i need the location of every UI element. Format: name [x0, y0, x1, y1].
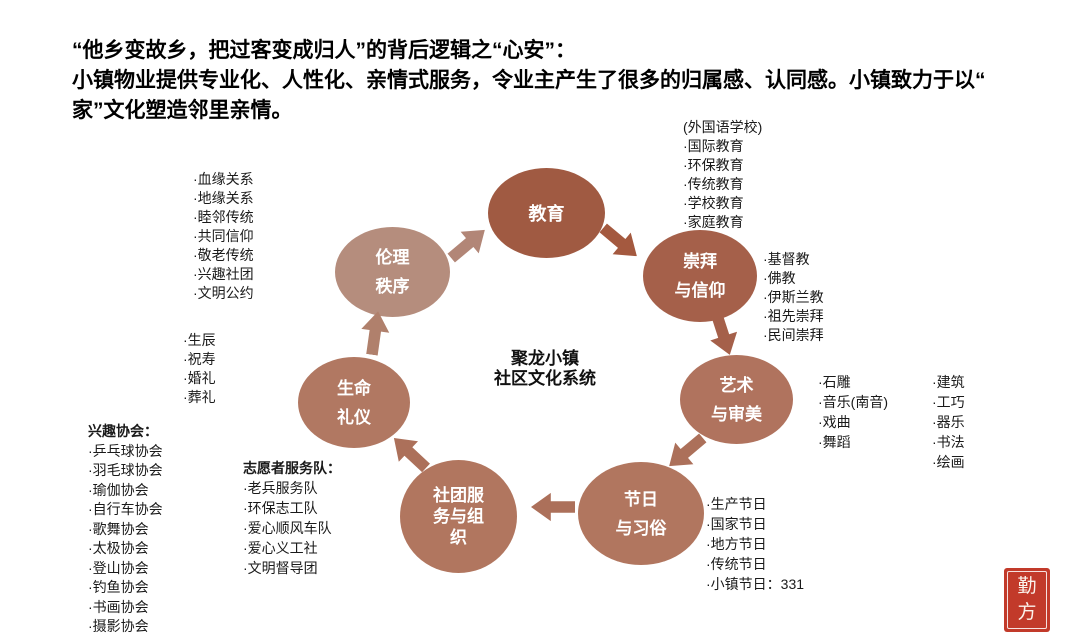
node-ethics-order: 伦理 秩序: [335, 227, 450, 317]
node-life-rituals: 生命 礼仪: [298, 357, 410, 448]
list-item: ·工巧: [932, 394, 965, 410]
title-line: 家”文化塑造邻里亲情。: [72, 99, 293, 122]
list-item: ·地缘关系: [193, 190, 254, 206]
list-item: ·登山协会: [88, 559, 149, 576]
list-item: ·兴趣社团: [193, 266, 254, 282]
list-item: ·瑜伽协会: [88, 481, 149, 498]
center-label-line: 社区文化系统: [494, 369, 596, 388]
list-item: ·睦邻传统: [193, 209, 254, 225]
list-item: ·敬老传统: [193, 247, 254, 263]
list-item: ·舞蹈: [818, 434, 851, 450]
list-item: ·书法: [932, 434, 965, 450]
node-association-service: 社团服 务与组 织: [400, 460, 517, 573]
list-item: ·自行车协会: [88, 501, 163, 517]
list-item: ·戏曲: [818, 414, 851, 430]
ethics-order-list: ·血缘关系 ·地缘关系 ·睦邻传统 ·共同信仰 ·敬老传统 ·兴趣社团 ·文明公约: [193, 170, 254, 303]
seal-border: 勤 方: [1007, 571, 1047, 629]
list-item: ·佛教: [763, 270, 796, 286]
list-item: ·基督教: [763, 251, 810, 267]
list-item: ·钓鱼协会: [88, 579, 149, 595]
list-item: ·地方节日: [706, 536, 767, 552]
list-item: ·歌舞协会: [88, 520, 149, 537]
title-line: 小镇物业提供专业化、人性化、亲情式服务，令业主产生了很多的归属感、认同感。小镇致…: [72, 69, 986, 92]
list-item: ·祖先崇拜: [763, 308, 824, 324]
list-item: ·羽毛球协会: [88, 462, 163, 478]
seal-char: 方: [1017, 602, 1037, 623]
arrow-ethics-to-education-icon: [441, 218, 495, 271]
list-header: (外国语学校): [683, 119, 763, 135]
life-rituals-list: ·生辰 ·祝寿 ·婚礼 ·葬礼: [183, 331, 216, 407]
node-worship-belief: 崇拜 与信仰: [643, 230, 757, 322]
list-item: ·葬礼: [183, 389, 216, 405]
art-aesthetics-list-right: ·建筑 ·工巧 ·器乐 ·书法 ·绘画: [932, 372, 965, 472]
list-item: ·环保教育: [683, 157, 744, 173]
list-item: ·书画协会: [88, 598, 149, 615]
list-item: ·伊斯兰教: [763, 289, 824, 305]
list-header: 兴趣协会：: [88, 423, 158, 439]
list-item: ·绘画: [932, 454, 965, 470]
node-festival-customs: 节日 与习俗: [578, 462, 704, 565]
list-item: ·婚礼: [183, 370, 216, 386]
list-item: ·小镇节日：331: [706, 576, 805, 592]
list-item: ·太极协会: [88, 540, 149, 556]
art-aesthetics-list-left: ·石雕 ·音乐(南音) ·戏曲 ·舞蹈: [818, 372, 888, 452]
title-line: “他乡变故乡，把过客变成归人”的背后逻辑之“心安”：: [72, 39, 576, 62]
center-label-line: 聚龙小镇: [511, 349, 579, 368]
brand-seal: 勤 方: [1004, 568, 1050, 632]
list-item: ·摄影协会: [88, 618, 149, 634]
list-item: ·国家节日: [706, 516, 767, 532]
list-item: ·环保志工队: [243, 500, 318, 516]
list-item: ·祝寿: [183, 351, 216, 367]
worship-belief-list: ·基督教 ·佛教 ·伊斯兰教 ·祖先崇拜 ·民间崇拜: [763, 250, 824, 345]
diagram-center-label: 聚龙小镇 社区文化系统: [455, 349, 635, 389]
list-item: ·文明公约: [193, 285, 254, 301]
list-item: ·生辰: [183, 332, 216, 348]
list-item: ·老兵服务队: [243, 480, 318, 496]
node-art-aesthetics: 艺术 与审美: [680, 355, 793, 444]
list-header: 志愿者服务队：: [243, 460, 341, 476]
hobby-associations-list: 兴趣协会： ·乒乓球协会 ·羽毛球协会 ·瑜伽协会 ·自行车协会 ·歌舞协会 ·太极协会 ·…: [88, 422, 163, 637]
list-item: ·国际教育: [683, 138, 744, 154]
list-item: ·音乐(南音): [818, 394, 888, 410]
education-list: (外国语学校) ·国际教育 ·环保教育 ·传统教育 ·学校教育 ·家庭教育: [683, 118, 762, 232]
list-item: ·爱心义工社: [243, 540, 318, 556]
list-item: ·石雕: [818, 374, 851, 390]
list-item: ·乒乓球协会: [88, 442, 163, 459]
list-item: ·爱心顺风车队: [243, 520, 332, 536]
list-item: ·民间崇拜: [763, 327, 824, 343]
node-education: 教育: [488, 168, 605, 258]
list-item: ·器乐: [932, 414, 965, 430]
festival-customs-list: ·生产节日 ·国家节日 ·地方节日 ·传统节日 ·小镇节日：331: [706, 494, 804, 594]
list-item: ·学校教育: [683, 195, 744, 211]
list-item: ·血缘关系: [193, 171, 254, 187]
list-item: ·传统教育: [683, 176, 744, 192]
page-title: “他乡变故乡，把过客变成归人”的背后逻辑之“心安”： 小镇物业提供专业化、人性化…: [72, 36, 1052, 126]
list-item: ·建筑: [932, 374, 965, 390]
list-item: ·传统节日: [706, 556, 767, 572]
volunteer-teams-list: 志愿者服务队： ·老兵服务队 ·环保志工队 ·爱心顺风车队 ·爱心义工社 ·文明督导团: [243, 458, 341, 578]
list-item: ·共同信仰: [193, 228, 254, 244]
seal-char: 勤: [1017, 576, 1037, 597]
list-item: ·家庭教育: [683, 214, 744, 230]
list-item: ·生产节日: [706, 496, 767, 512]
list-item: ·文明督导团: [243, 560, 318, 576]
arrow-festival-to-association-icon: [531, 491, 575, 523]
